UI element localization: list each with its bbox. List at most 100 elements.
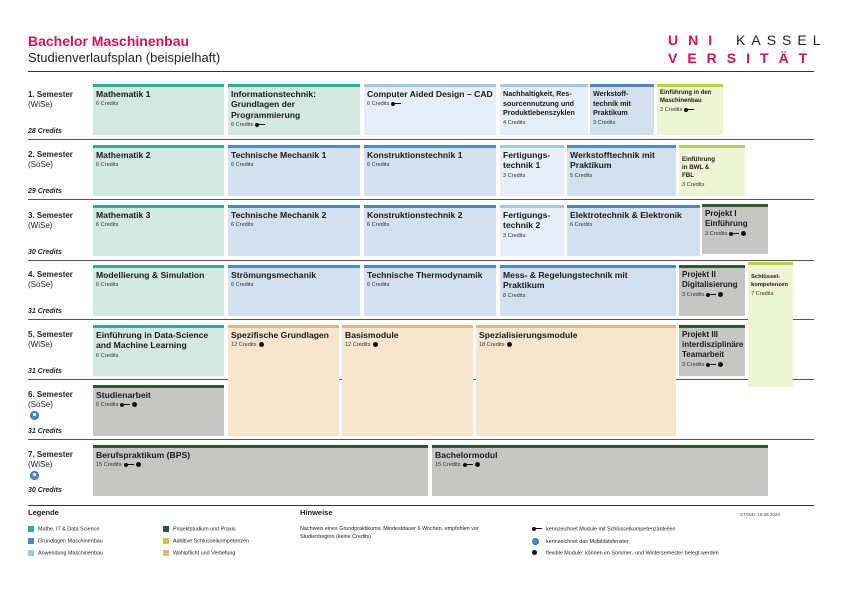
dot-icon	[474, 462, 480, 468]
semester-credits-2: 29 Credits	[28, 188, 62, 195]
legend-swatch	[28, 550, 34, 556]
semester-label-6: 6. Semester(SoSe)	[28, 390, 73, 409]
legend-item-projektstudium: Projektstudium und Praxis	[163, 526, 236, 532]
hints-heading: Hinweise	[300, 508, 333, 517]
page-title: Bachelor Maschinenbau	[28, 33, 190, 49]
dot-icon	[372, 342, 378, 348]
row-divider	[28, 260, 814, 261]
semester-label-5: 5. Semester(WiSe)	[28, 330, 73, 349]
key-icon	[120, 402, 131, 407]
stand-date: STAND: 18.08.2024	[740, 512, 780, 517]
hint-flexible: flexible Module: können im Sommer- und W…	[532, 550, 719, 556]
dot-icon	[741, 231, 747, 237]
module-projekt-3[interactable]: Projekt III interdisziplinäre Teamarbeit…	[679, 325, 745, 376]
legend-swatch	[28, 526, 34, 532]
semester-label-4: 4. Semester(SoSe)	[28, 270, 73, 289]
dot-icon	[718, 362, 724, 368]
semester-label-3: 3. Semester(WiSe)	[28, 211, 73, 230]
semester-credits-1: 28 Credits	[28, 128, 62, 135]
row-divider	[28, 319, 814, 320]
semester-credits-7: 30 Credits	[28, 487, 62, 494]
row-divider	[28, 199, 814, 200]
dot-icon	[132, 402, 138, 408]
legend-item-wahlpflicht: Wahlpflicht und Vertiefung	[163, 550, 235, 556]
header-divider	[28, 71, 814, 72]
logo-text-kassel: KASSEL	[736, 32, 827, 48]
module-informationstechnik[interactable]: Informationstechnik: Grundlagen der Prog…	[228, 84, 360, 135]
module-nachhaltigkeit[interactable]: Nachhaltigkeit, Res-sourcennutzung und P…	[500, 84, 588, 135]
semester-credits-3: 30 Credits	[28, 249, 62, 256]
key-icon	[123, 462, 134, 467]
semester-label-1: 1. Semester(WiSe)	[28, 90, 73, 109]
legend-heading: Legende	[28, 508, 59, 517]
dot-icon	[135, 462, 141, 468]
legend-swatch	[163, 550, 169, 556]
dot-icon	[506, 342, 512, 348]
mobility-icon	[30, 411, 39, 420]
semester-credits-5: 31 Credits	[28, 368, 62, 375]
hint-grundpraktikum: Nachweis eines Grundpraktikums, Mindestd…	[300, 526, 479, 540]
module-berufspraktikum[interactable]: Berufspraktikum (BPS)15 Credits	[93, 445, 428, 496]
legend-item-anwendung: Anwendung Maschinenbau	[28, 550, 103, 556]
mobility-icon	[532, 538, 539, 545]
legend-swatch	[163, 538, 169, 544]
key-icon	[706, 362, 717, 367]
key-icon	[462, 462, 473, 467]
legend-swatch	[163, 526, 169, 532]
dot-icon	[258, 342, 264, 348]
hint-mobility: kennzeichnet das Mobilitätsfenster	[532, 538, 629, 545]
page-subtitle: Studienverlaufsplan (beispielhaft)	[28, 50, 221, 65]
dot-icon	[532, 550, 537, 556]
semester-label-7: 7. Semester(WiSe)	[28, 450, 73, 469]
key-icon	[684, 107, 695, 112]
legend-item-grundlagen: Grundlagen Maschinenbau	[28, 538, 103, 544]
semester-label-2: 2. Semester(SoSe)	[28, 150, 73, 169]
legend-item-schluesselkompetenzen: Additive Schlüsselkompetenzen	[163, 538, 249, 544]
key-icon	[391, 101, 402, 106]
row-divider	[28, 439, 814, 440]
hint-key: kennzeichnet Module mit Schlüsselkompete…	[532, 526, 675, 532]
university-logo: UNI KASSEL VERSITÄT	[668, 31, 827, 67]
semester-credits-4: 31 Credits	[28, 308, 62, 315]
row-divider	[28, 139, 814, 140]
dot-icon	[718, 292, 724, 298]
legend-swatch	[28, 538, 34, 544]
module-data-science[interactable]: Einführung in Data-Science and Machine L…	[93, 325, 224, 376]
mobility-icon	[30, 471, 39, 480]
legend-item-mathe: Mathe, IT & Data Science	[28, 526, 99, 532]
key-icon	[532, 526, 542, 531]
key-icon	[255, 122, 266, 127]
logo-text-versitaet: VERSITÄT	[668, 50, 818, 66]
semester-credits-6: 31 Credits	[28, 428, 62, 435]
key-icon	[706, 292, 717, 297]
logo-text-uni: UNI	[668, 32, 723, 48]
footer-divider	[28, 505, 814, 506]
